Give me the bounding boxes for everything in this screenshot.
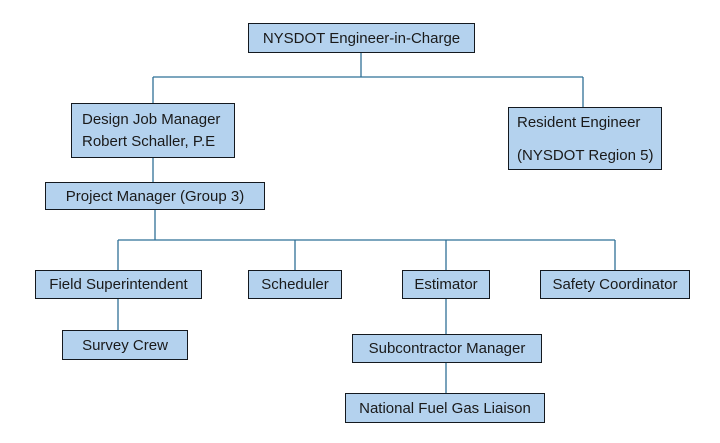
org-node-survey-crew: Survey Crew bbox=[62, 330, 188, 360]
org-node-scheduler: Scheduler bbox=[248, 270, 342, 299]
org-node-resident-engineer: Resident Engineer (NYSDOT Region 5) bbox=[508, 107, 662, 170]
org-node-label: Scheduler bbox=[261, 276, 329, 293]
org-node-label: Safety Coordinator bbox=[552, 276, 678, 293]
org-node-label: Subcontractor Manager bbox=[368, 340, 526, 357]
org-node-label: NYSDOT Engineer-in-Charge bbox=[262, 29, 461, 47]
org-node-sublabel: (NYSDOT Region 5) bbox=[517, 146, 654, 164]
org-node-safety-coordinator: Safety Coordinator bbox=[540, 270, 690, 299]
org-node-label: Estimator bbox=[414, 276, 478, 293]
org-node-subcontractor-manager: Subcontractor Manager bbox=[352, 334, 542, 363]
org-node-label: Survey Crew bbox=[82, 336, 168, 354]
org-node-estimator: Estimator bbox=[402, 270, 490, 299]
org-node-label: National Fuel Gas Liaison bbox=[359, 399, 531, 417]
org-node-project-manager: Project Manager (Group 3) bbox=[45, 182, 265, 210]
org-node-label: Resident Engineer bbox=[517, 113, 641, 131]
org-node-field-superintendent: Field Superintendent bbox=[35, 270, 202, 299]
org-node-sublabel: Robert Schaller, P.E bbox=[82, 133, 216, 150]
org-node-label: Project Manager (Group 3) bbox=[65, 187, 245, 205]
org-node-national-fuel-gas-liaison: National Fuel Gas Liaison bbox=[345, 393, 545, 423]
org-node-label: Design Job Manager bbox=[82, 111, 221, 128]
org-node-nysdot-engineer-in-charge: NYSDOT Engineer-in-Charge bbox=[248, 23, 475, 53]
org-node-label: Field Superintendent bbox=[49, 276, 188, 293]
org-node-design-job-manager: Design Job Manager Robert Schaller, P.E bbox=[71, 103, 235, 158]
